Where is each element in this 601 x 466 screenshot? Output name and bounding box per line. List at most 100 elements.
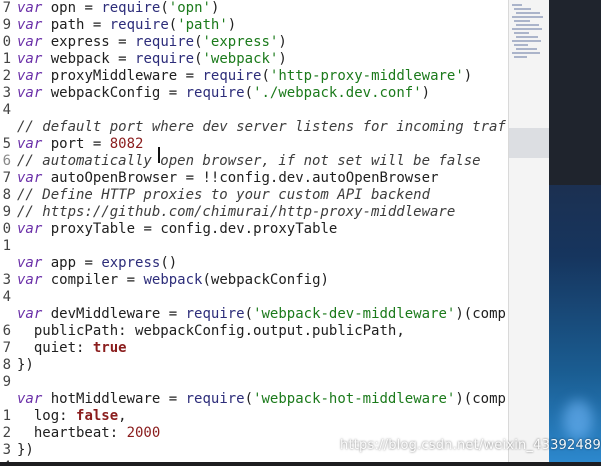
code-token-ident: webpackConfig	[135, 323, 245, 339]
code-line[interactable]: var hotMiddleware = require('webpack-hot…	[17, 391, 506, 408]
code-token-plain: (	[202, 272, 211, 288]
code-token-string: 'opn'	[168, 0, 211, 16]
code-token-ident: app	[50, 255, 77, 271]
minimap-code-bar	[514, 20, 530, 22]
line-number	[0, 306, 11, 323]
code-line[interactable]: publicPath: webpackConfig.output.publicP…	[17, 323, 405, 340]
code-line[interactable]: })	[17, 442, 34, 459]
code-token-plain	[42, 68, 50, 84]
line-number: 3	[2, 442, 11, 458]
desktop-background	[549, 0, 601, 466]
code-line[interactable]: var app = express()	[17, 255, 177, 272]
code-token-keyword: var	[17, 0, 43, 16]
code-token-plain: :	[76, 340, 93, 356]
line-number: 1	[2, 408, 11, 424]
code-editor[interactable]: 790123456789013467891234 var opn = requi…	[0, 0, 508, 466]
code-token-plain	[42, 136, 50, 152]
code-line[interactable]: heartbeat: 2000	[17, 425, 160, 442]
code-token-string: 'webpack'	[202, 51, 279, 67]
minimap[interactable]	[508, 0, 549, 466]
code-line[interactable]: var autoOpenBrowser = !!config.dev.autoO…	[17, 170, 439, 187]
code-token-plain	[42, 17, 50, 33]
code-token-keyword: var	[17, 221, 43, 237]
code-token-prop: log	[33, 408, 60, 424]
line-number: 9	[2, 374, 11, 390]
desktop-light-glow	[563, 400, 593, 440]
line-number: 6	[2, 323, 11, 339]
code-line[interactable]: var port = 8082	[17, 136, 143, 153]
code-token-plain: =	[160, 306, 186, 322]
code-line[interactable]: var devMiddleware = require('webpack-dev…	[17, 306, 506, 323]
line-number: 0	[2, 34, 11, 50]
code-line[interactable]: // default port where dev server listens…	[17, 119, 506, 136]
code-token-plain: .	[244, 221, 254, 237]
line-number: 8	[2, 187, 11, 203]
code-token-bool: true	[92, 340, 127, 356]
code-line[interactable]: var compiler = webpack(webpackConfig)	[17, 272, 329, 289]
code-token-number: 2000	[126, 425, 161, 441]
code-line[interactable]: // https://github.com/chimurai/http-prox…	[17, 204, 455, 221]
code-token-keyword: var	[17, 306, 43, 322]
code-token-ident: config	[219, 170, 270, 186]
code-line[interactable]: var opn = require('opn')	[17, 0, 219, 17]
code-token-func: express	[101, 255, 161, 271]
code-line[interactable]: var express = require('express')	[17, 34, 287, 51]
code-token-plain: =	[109, 51, 136, 67]
code-token-func: require	[109, 17, 169, 33]
line-number-gutter: 790123456789013467891234	[0, 0, 12, 466]
code-token-prop: publicPath	[33, 323, 119, 339]
code-token-func: require	[135, 34, 195, 50]
code-token-string: 'webpack-hot-middleware'	[253, 391, 456, 407]
code-token-plain	[17, 340, 34, 356]
code-token-number: 8082	[109, 136, 144, 152]
minimap-code-bar	[512, 52, 540, 54]
code-token-string: 'express'	[202, 34, 279, 50]
code-token-ident: autoOpenBrowser	[50, 170, 178, 186]
code-token-plain: )	[227, 17, 237, 33]
code-line[interactable]: var proxyMiddleware = require('http-prox…	[17, 68, 472, 85]
code-token-plain: =	[109, 34, 136, 50]
code-line[interactable]: var webpackConfig = require('./webpack.d…	[17, 85, 430, 102]
minimap-code-bar	[516, 36, 538, 38]
code-token-keyword: var	[17, 85, 43, 101]
code-token-func: require	[101, 0, 161, 16]
code-line[interactable]: var proxyTable = config.dev.proxyTable	[17, 221, 337, 238]
line-number: 4	[2, 289, 11, 305]
code-token-ident: devMiddleware	[50, 306, 161, 322]
minimap-code-bar	[516, 12, 540, 14]
code-token-func: require	[135, 51, 195, 67]
code-token-ident: webpack	[50, 51, 110, 67]
line-number: 0	[2, 221, 11, 237]
code-token-plain: :	[118, 323, 136, 339]
line-number: 8	[2, 357, 11, 373]
minimap-code-bar	[512, 16, 543, 18]
code-token-func: webpack	[143, 272, 203, 288]
code-token-plain: )(comp	[455, 391, 506, 407]
code-token-plain: (	[168, 17, 178, 33]
line-number: 7	[2, 170, 11, 186]
code-token-ident: proxyTable	[50, 221, 136, 237]
code-token-bool: false	[76, 408, 119, 424]
code-line[interactable]: var webpack = require('webpack')	[17, 51, 287, 68]
line-number: 9	[2, 17, 11, 33]
minimap-viewport[interactable]	[509, 128, 549, 158]
code-line[interactable]: log: false,	[17, 408, 127, 425]
code-token-plain: .	[303, 323, 313, 339]
code-line[interactable]: quiet: true	[17, 340, 127, 357]
code-token-plain: =	[84, 17, 110, 33]
code-line[interactable]: // automatically open browser, if not se…	[17, 153, 481, 170]
code-token-plain: :	[109, 425, 127, 441]
code-line[interactable]: // Define HTTP proxies to your custom AP…	[17, 187, 430, 204]
code-token-plain: ,	[396, 323, 405, 339]
code-token-prop: dev	[219, 221, 245, 237]
line-number: 7	[2, 340, 11, 356]
code-token-plain: })	[17, 357, 34, 373]
minimap-code-bar	[514, 44, 528, 46]
code-token-plain	[42, 306, 50, 322]
code-line[interactable]: })	[17, 357, 34, 374]
line-number: 2	[2, 425, 11, 441]
code-token-plain: )	[210, 0, 220, 16]
code-area[interactable]: var opn = require('opn')var path = requi…	[17, 0, 508, 466]
code-token-ident: webpackConfig	[210, 272, 321, 288]
code-line[interactable]: var path = require('path')	[17, 17, 236, 34]
